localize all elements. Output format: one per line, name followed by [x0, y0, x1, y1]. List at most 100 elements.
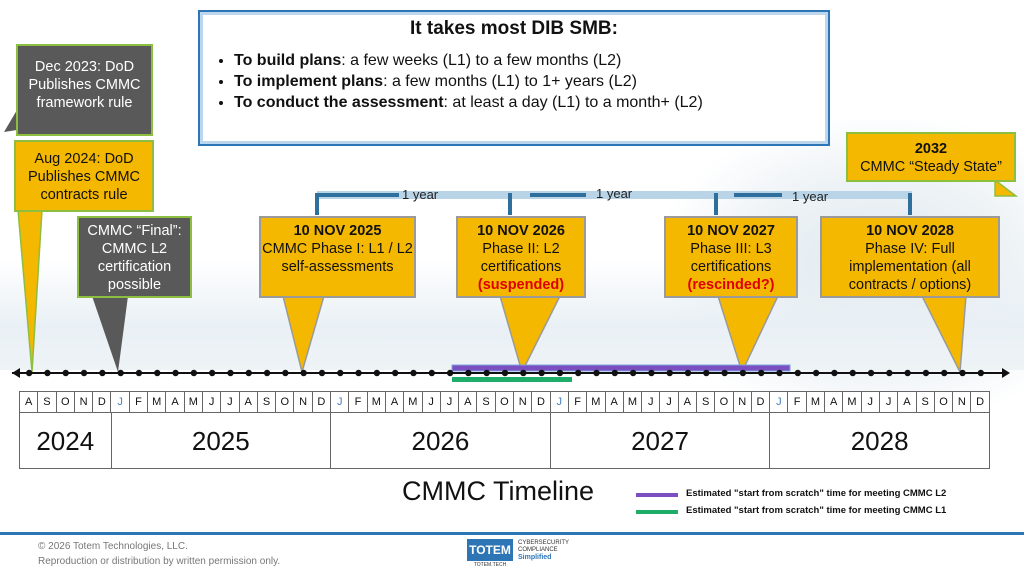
month-cell: M — [183, 391, 203, 413]
timeline-dot — [282, 369, 289, 377]
month-cell: S — [476, 391, 496, 413]
axis-arrow-left — [12, 368, 20, 378]
steady-year: 2032 — [914, 141, 948, 157]
month-cell: M — [586, 391, 606, 413]
callout-steady-state: 2032 CMMC “Steady State” — [846, 132, 1016, 182]
legend-l2-swatch — [636, 493, 678, 497]
timeline-dot — [812, 369, 820, 377]
month-cell: J — [659, 391, 679, 413]
timeline-dot — [520, 369, 527, 377]
month-cell: N — [293, 391, 313, 413]
month-cell: O — [494, 391, 515, 413]
smb-item-assess: To conduct the assessment: at least a da… — [234, 92, 828, 113]
timeline-dot — [190, 369, 198, 377]
timeline-dot — [154, 369, 161, 377]
phase1-date: 10 NOV 2025 — [293, 223, 382, 239]
logo-tagline: CYBERSECURITY COMPLIANCE Simplified — [518, 540, 570, 561]
callout-dec2023: Dec 2023: DoD Publishes CMMC framework r… — [16, 44, 153, 136]
month-cell: J — [110, 391, 130, 413]
timeline-dot — [483, 369, 490, 377]
timeline-dot — [758, 369, 765, 377]
phase2-date: 10 NOV 2026 — [477, 223, 565, 239]
callout-phase4: 10 NOV 2028 Phase IV: Full implementatio… — [820, 216, 1000, 298]
year-cell: 2027 — [549, 412, 771, 469]
timeline-dot — [629, 369, 637, 377]
month-cell: N — [732, 391, 752, 413]
month-cell: J — [769, 391, 789, 413]
timeline-dot — [80, 369, 88, 377]
month-cell: J — [878, 391, 899, 413]
month-cell: J — [439, 391, 460, 413]
month-cell: F — [128, 391, 149, 413]
month-cell: M — [805, 391, 826, 413]
month-cell: F — [787, 391, 807, 413]
year-cell: 2028 — [769, 412, 990, 469]
phase2-tail — [499, 295, 562, 375]
smb-info-box: It takes most DIB SMB: To build plans: a… — [198, 10, 830, 146]
timeline-dot — [739, 369, 747, 377]
callout-phase2: 10 NOV 2026 Phase II: L2 certifications … — [456, 216, 586, 298]
legend-l1-swatch — [636, 510, 678, 514]
timeline-dot — [941, 369, 948, 377]
phase3-note: (rescinded?) — [687, 277, 775, 293]
timeline-dot — [721, 369, 728, 377]
timeline-dot — [117, 369, 124, 377]
timeline-dot — [666, 369, 673, 377]
timeline-dot — [227, 369, 234, 377]
month-cell: S — [256, 391, 277, 413]
timeline-dot — [794, 369, 802, 377]
timeline-dot — [25, 369, 33, 377]
month-cell: M — [842, 391, 862, 413]
timeline-dot — [593, 369, 600, 377]
month-cell: J — [641, 391, 661, 413]
phase2-note: (suspended) — [477, 277, 565, 293]
timeline-dot — [556, 369, 564, 377]
phase1-text: CMMC Phase I: L1 / L2 self-assessments — [262, 241, 413, 275]
timeline-dot — [355, 369, 362, 377]
dec2023-tail — [4, 110, 17, 132]
month-cell: O — [275, 391, 295, 413]
steady-text: CMMC “Steady State” — [860, 159, 1002, 175]
year-cell: 2026 — [330, 412, 551, 469]
phase3-tail — [716, 295, 780, 375]
year-bracket — [315, 191, 912, 215]
month-cell: D — [531, 391, 551, 413]
month-cell: A — [897, 391, 917, 413]
phase4-text: Phase IV: Full implementation (all contr… — [848, 241, 972, 293]
smb-item-implement: To implement plans: a few months (L1) to… — [234, 71, 828, 92]
footer-rule — [0, 532, 1024, 535]
timeline-dot — [428, 369, 435, 377]
month-cell: F — [348, 391, 368, 413]
year-cell: 2025 — [110, 412, 332, 469]
timeline-dot — [501, 369, 509, 377]
year-label-3: 1 year — [792, 189, 829, 204]
month-cell: O — [55, 391, 75, 413]
month-cell: J — [330, 391, 350, 413]
month-cell: F — [567, 391, 588, 413]
month-cell: M — [147, 391, 167, 413]
year-label-1: 1 year — [402, 187, 439, 202]
month-cell: A — [384, 391, 405, 413]
month-cell: D — [750, 391, 771, 413]
timeline-dot — [99, 369, 106, 377]
month-cell: A — [238, 391, 258, 413]
callout-aug2024: Aug 2024: DoD Publishes CMMC contracts r… — [14, 140, 154, 212]
callout-final: CMMC “Final”: CMMC L2 certification poss… — [77, 216, 192, 298]
phase3-date: 10 NOV 2027 — [687, 223, 775, 239]
timeline-dot — [684, 369, 692, 377]
timeline-dot — [446, 369, 454, 377]
timeline-dot — [62, 369, 69, 377]
l1-estimate-bar — [452, 377, 572, 382]
month-cell: M — [622, 391, 643, 413]
month-cell: J — [220, 391, 240, 413]
timeline-dot — [867, 369, 875, 377]
legend-l1: Estimated "start from scratch" time for … — [636, 505, 946, 516]
legend-l2: Estimated "start from scratch" time for … — [636, 488, 946, 499]
phase3-text: Phase III: L3 certifications — [690, 241, 772, 275]
callout-phase1: 10 NOV 2025 CMMC Phase I: L1 / L2 self-a… — [259, 216, 416, 298]
timeline-dot — [538, 369, 545, 377]
timeline-dot — [44, 369, 51, 377]
legend-l1-label: Estimated "start from scratch" time for … — [686, 505, 947, 516]
